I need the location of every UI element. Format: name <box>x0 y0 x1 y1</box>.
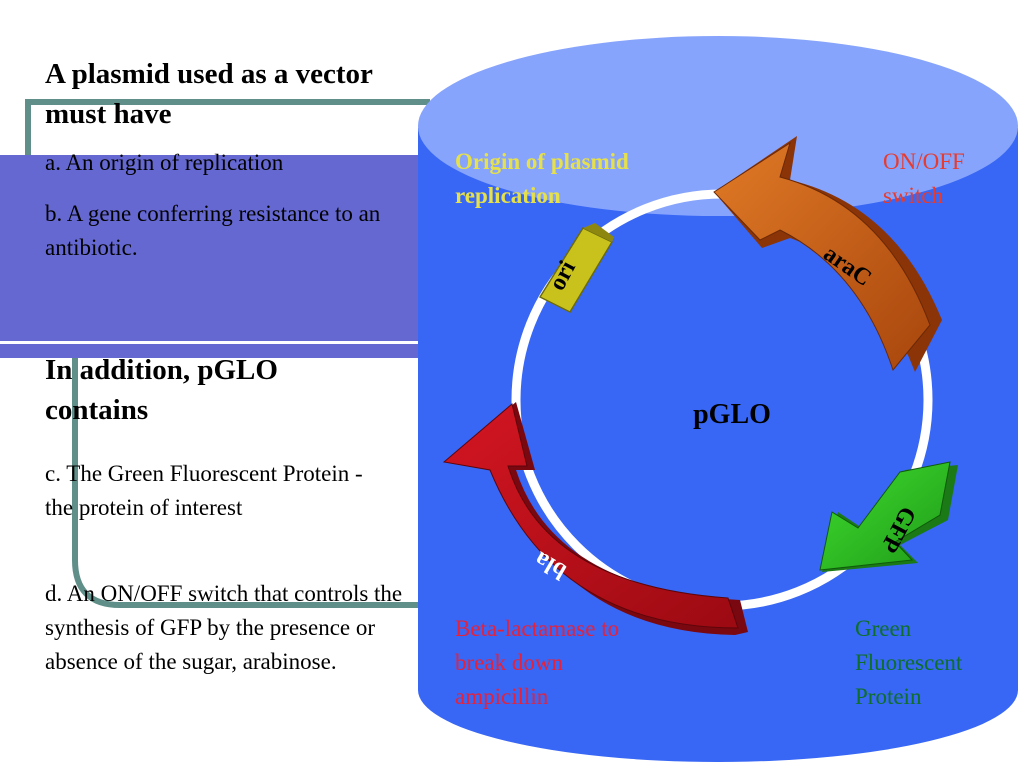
label-origin-of-replication: Origin of plasmid replication <box>455 149 629 208</box>
arac-arrow <box>713 136 942 372</box>
label-beta-lactamase: Beta-lactamase to break down ampicillin <box>455 616 620 709</box>
heading-pglo-contains: In addition, pGLO contains <box>45 354 278 426</box>
item-origin-of-replication: a. An origin of replication <box>45 150 284 175</box>
item-on-off-switch: d. An ON/OFF switch that controls the sy… <box>45 581 403 674</box>
heading-plasmid-vector: A plasmid used as a vector must have <box>45 58 373 130</box>
label-green-fluorescent-protein: Green Fluorescent Protein <box>855 616 963 709</box>
item-green-fluorescent-protein: c. The Green Fluorescent Protein - the p… <box>45 461 363 520</box>
left-bracket <box>25 99 430 608</box>
label-on-off-switch: ON/OFF switch <box>883 149 965 208</box>
purple-band <box>0 155 440 341</box>
plasmid-name: pGLO <box>693 399 771 430</box>
gfp-arrow <box>819 461 958 572</box>
cylinder-top <box>418 36 1018 216</box>
band-divider-stripe <box>0 344 440 358</box>
ori-segment <box>538 223 614 313</box>
item-antibiotic-resistance: b. A gene conferring resistance to an an… <box>45 201 381 260</box>
bla-arrow <box>442 402 748 635</box>
